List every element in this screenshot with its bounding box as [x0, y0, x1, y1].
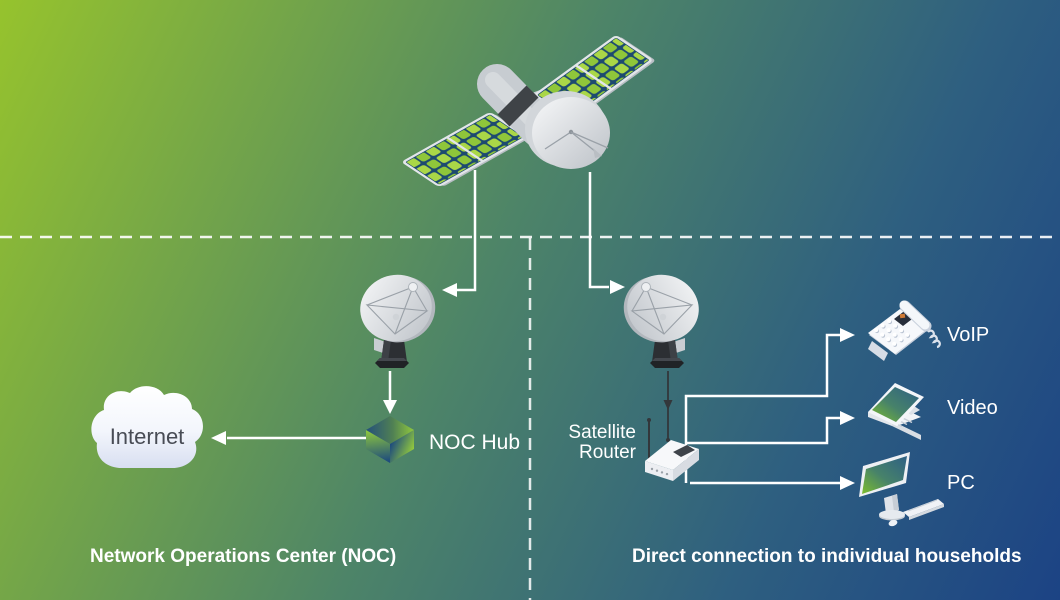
arrow-into-internet	[211, 431, 226, 445]
arrow-into-video	[840, 411, 855, 425]
left-dish-icon	[351, 264, 444, 369]
noc-section-title: Network Operations Center (NOC)	[90, 546, 397, 567]
internet-label: Internet	[109, 424, 185, 449]
arrow-into-left-dish	[442, 283, 457, 297]
arrow-into-voip	[840, 328, 855, 342]
voip-label: VoIP	[947, 324, 990, 346]
dish-to-router-cable	[663, 371, 673, 440]
satellite-to-right-dish-line	[588, 172, 609, 289]
satellite-to-left-dish-line	[457, 170, 477, 292]
arrow-into-hub	[383, 400, 397, 414]
laptop-icon	[868, 383, 924, 440]
pc-label: PC	[947, 472, 975, 494]
noc-hub-cube-icon	[366, 416, 414, 463]
arrow-into-pc	[840, 476, 855, 490]
satellite-icon	[402, 35, 655, 187]
satellite-router-label: Satellite Router	[520, 423, 636, 463]
household-section-title: Direct connection to individual househol…	[632, 546, 1022, 567]
router-to-voip-line	[684, 333, 840, 483]
right-dish-icon	[615, 264, 708, 369]
desktop-pc-icon	[859, 452, 944, 527]
solar-panel-left	[402, 112, 529, 187]
internet-cloud-icon	[91, 386, 203, 468]
video-label: Video	[947, 397, 998, 419]
arrowheads	[211, 280, 855, 490]
phone-keypad	[874, 318, 911, 347]
noc-hub-label: NOC Hub	[429, 431, 521, 454]
satellite-router-label-line2: Router	[578, 442, 636, 463]
router-to-video-line	[686, 416, 840, 445]
voip-phone-icon	[868, 300, 941, 361]
arrow-into-right-dish	[610, 280, 625, 294]
router-icon	[645, 418, 699, 481]
satellite-router-label-line1: Satellite	[568, 422, 636, 443]
satellite-dish	[525, 91, 610, 169]
connection-lines	[227, 170, 840, 485]
